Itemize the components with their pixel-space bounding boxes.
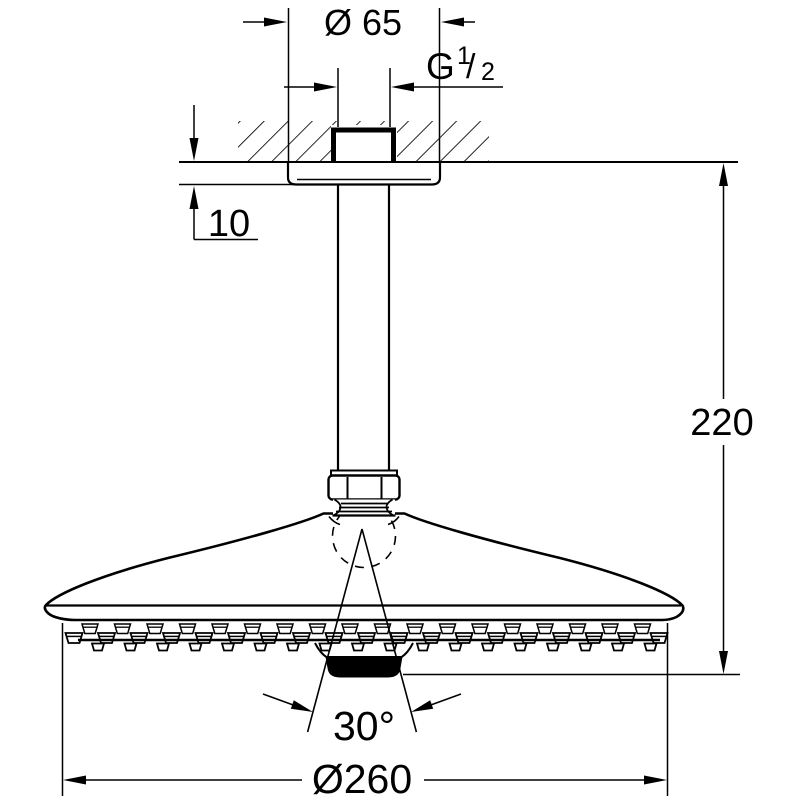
- dim-spray-angle: 30°: [262, 693, 462, 749]
- shower-arm: [336, 185, 391, 471]
- connector-diameter-label: Ø 65: [324, 2, 402, 43]
- shower-head-silhouette: [43, 512, 685, 622]
- ball-socket-arcs: [328, 516, 400, 526]
- dim-connector-diameter: Ø 65: [243, 2, 475, 43]
- nozzle-row-upper: [81, 623, 652, 635]
- arrowhead-right-icon: [314, 82, 337, 92]
- spray-cone-lines: [306, 528, 418, 733]
- installation-height-label: 220: [690, 402, 753, 444]
- arrowhead-left-icon: [391, 82, 414, 92]
- arrowhead-left-icon: [63, 775, 86, 785]
- nut-neck-ridges: [332, 498, 396, 517]
- arrowhead-right-icon: [644, 775, 667, 785]
- thread-numerator-label: 1: [457, 42, 471, 70]
- nozzle-row-lower: [91, 642, 658, 652]
- arrowhead-down-icon: [719, 651, 728, 674]
- arrowhead-up-icon: [719, 163, 728, 186]
- escutcheon-plate: [286, 162, 442, 186]
- union-nut: [327, 469, 401, 526]
- thread-letter-label: G: [426, 46, 455, 87]
- recessed-fitting: [331, 125, 397, 162]
- ball-joint-dashed-circle: [331, 503, 397, 569]
- arrowhead-down-icon: [189, 138, 199, 161]
- dim-installation-height: 220: [403, 163, 754, 676]
- arrowhead-up-icon: [189, 186, 199, 209]
- thread-denominator-label: 2: [481, 58, 495, 86]
- spray-angle-label: 30°: [333, 703, 395, 749]
- dim-escutcheon-thickness: 10: [189, 105, 258, 245]
- dim-head-diameter: Ø260: [61, 623, 669, 800]
- arrowhead-right-down-icon: [290, 700, 313, 712]
- shower-head: [43, 512, 685, 622]
- head-diameter-label: Ø260: [312, 756, 412, 800]
- nozzle-row-middle: [64, 632, 669, 644]
- dim-extension-lines-top: [287, 8, 441, 161]
- spray-face-nozzles: [64, 623, 669, 652]
- ceiling-section: [238, 121, 489, 162]
- arrowhead-right-icon: [264, 17, 287, 27]
- escutcheon-thickness-label: 10: [208, 203, 250, 245]
- arrowhead-left-down-icon: [411, 700, 434, 712]
- thread-slash-label: /: [466, 48, 476, 86]
- dim-thread: G 1 / 2: [284, 42, 503, 92]
- arrowhead-left-icon: [441, 17, 464, 27]
